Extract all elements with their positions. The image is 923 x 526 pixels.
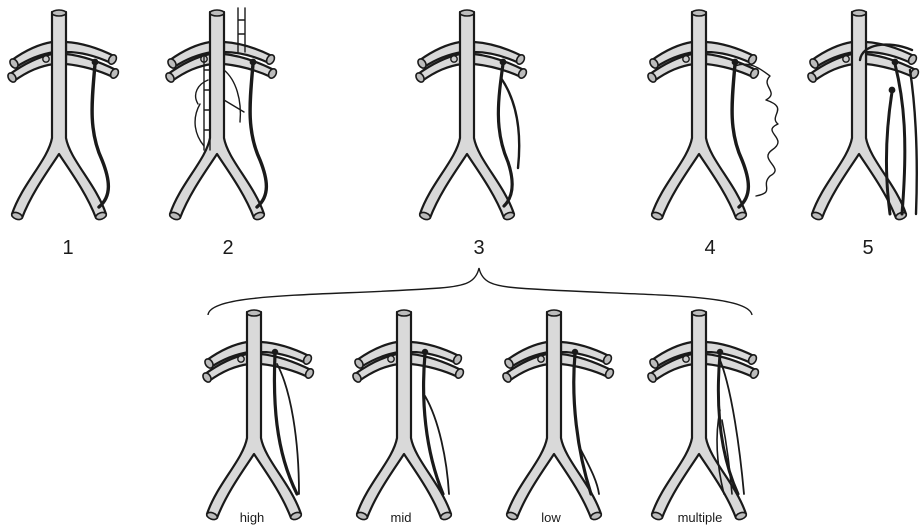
variant-label-3: 3 [473,237,484,259]
subtype-label-low: low [541,510,561,525]
subtype-label-multiple: multiple [678,510,723,525]
variant-4 [646,10,778,221]
variant-2 [164,8,278,221]
variant-label-5: 5 [862,237,873,259]
variant-label-4: 4 [704,237,715,259]
variant-5 [806,10,920,221]
subtype-high [201,310,315,521]
group-brace [208,268,752,315]
subtype-low [501,310,615,521]
variant-label-1: 1 [62,237,73,259]
variant-1 [6,10,120,221]
subtype-label-mid: mid [391,510,412,525]
subtype-mid [351,310,465,521]
subtype-label-high: high [240,510,265,525]
subtype-multiple [646,310,760,521]
variant-3 [414,10,528,221]
variant-label-2: 2 [222,237,233,259]
